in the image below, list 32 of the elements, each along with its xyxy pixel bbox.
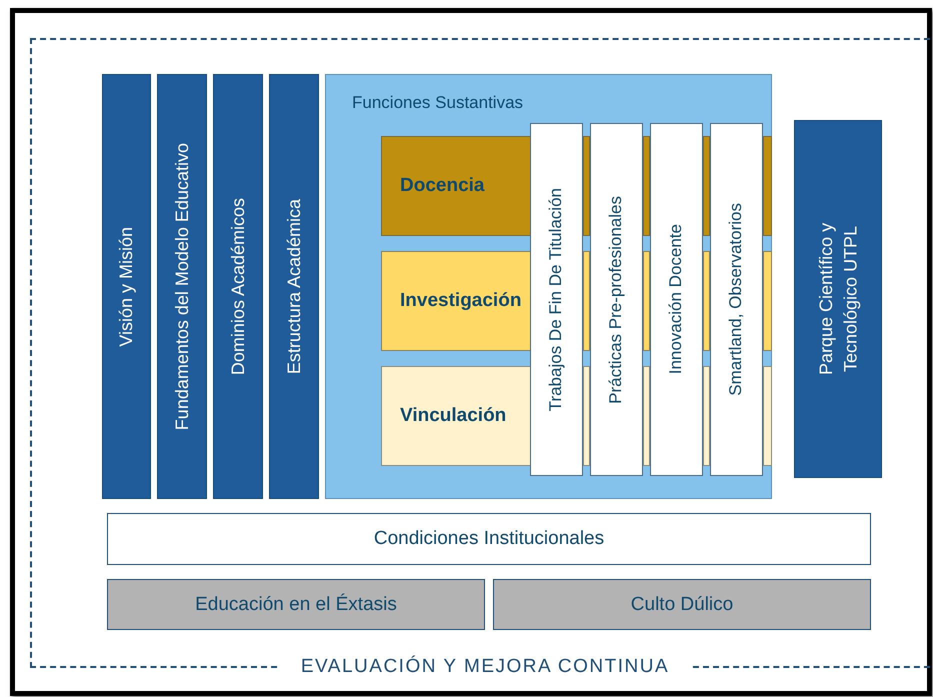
box-label: Culto Dúlico xyxy=(630,594,734,616)
pillar-box xyxy=(157,74,207,499)
column-box xyxy=(650,123,703,476)
bar-box xyxy=(493,579,871,630)
bar-box xyxy=(107,513,871,565)
bar-box xyxy=(107,579,485,630)
box-label: Investigación xyxy=(399,290,522,312)
band-box xyxy=(381,136,531,236)
column-box xyxy=(590,123,643,476)
panel-box xyxy=(325,74,772,499)
column-label: Prácticas Pre-profesionales xyxy=(605,196,626,404)
column-label: Parque Científico y Tecnológico UTPL xyxy=(814,222,862,378)
column-label: Visión y Misión xyxy=(115,226,138,346)
panel-title: Funciones Sustantivas xyxy=(352,93,524,113)
pillar-box xyxy=(102,74,151,499)
column-label: Estructura Académica xyxy=(282,198,305,374)
band-box xyxy=(381,251,531,351)
pillar-box xyxy=(213,74,263,499)
column-label: Trabajos De Fin De Titulación xyxy=(545,188,566,412)
column-label: Fundamentos del Modelo Educativo xyxy=(170,142,193,430)
column-label: Dominios Académicos xyxy=(226,198,249,376)
column-label: Smartland, Observatorios xyxy=(725,203,746,396)
pillar-box xyxy=(794,120,882,478)
box-label: Vinculación xyxy=(399,405,506,427)
column-label: Innovación Docente xyxy=(665,224,686,375)
column-box xyxy=(530,123,583,476)
band-box xyxy=(381,366,531,466)
column-box xyxy=(710,123,763,476)
box-label: Docencia xyxy=(399,175,484,197)
box-label: Educación en el Éxtasis xyxy=(195,594,397,616)
box-label: Condiciones Institucionales xyxy=(374,528,604,550)
pillar-box xyxy=(269,74,319,499)
